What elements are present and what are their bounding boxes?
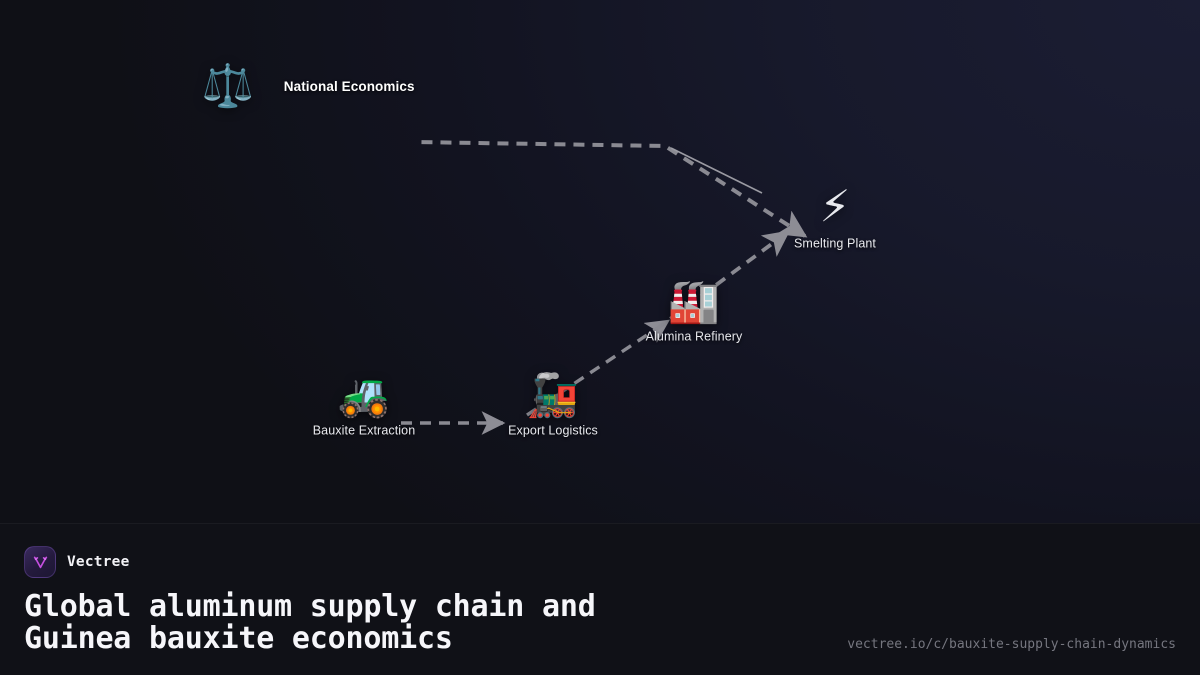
graph-node-label-national-economics: National Economics: [283, 78, 415, 94]
graph-node-bauxite-extraction[interactable]: 🚜 Bauxite Extraction: [312, 370, 416, 438]
graph-node-export-logistics[interactable]: 🚂 Export Logistics: [508, 370, 598, 438]
graph-canvas[interactable]: ⚖️ National Economics ⚡ Smelting Plant 🏭…: [0, 0, 1200, 523]
edge-smelting-to-national-economics-thin: [670, 147, 763, 194]
factory-icon: 🏭: [667, 276, 721, 326]
graph-node-label-alumina-refinery: Alumina Refinery: [645, 329, 743, 344]
graph-node-label-bauxite-extraction: Bauxite Extraction: [312, 423, 416, 438]
vectree-logo-icon: [24, 546, 56, 578]
edge-smelting-to-national-economics: [413, 140, 808, 238]
footer-main: Global aluminum supply chain and Guinea …: [24, 591, 1176, 655]
graph-node-label-smelting-plant: Smelting Plant: [794, 236, 876, 251]
high-voltage-icon: ⚡: [819, 181, 851, 233]
locomotive-icon: 🚂: [526, 370, 580, 420]
brand-row: Vectree: [24, 546, 1176, 578]
graph-node-national-economics[interactable]: ⚖️ National Economics: [201, 65, 414, 107]
tractor-icon: 🚜: [337, 370, 391, 420]
graph-node-smelting-plant[interactable]: ⚡ Smelting Plant: [794, 181, 876, 251]
page-url[interactable]: vectree.io/c/bauxite-supply-chain-dynami…: [847, 637, 1176, 652]
edge-layer: [401, 140, 808, 435]
brand-name: Vectree: [67, 554, 130, 570]
balance-scale-icon: ⚖️: [201, 61, 254, 110]
graph-node-alumina-refinery[interactable]: 🏭 Alumina Refinery: [645, 276, 743, 344]
page-title: Global aluminum supply chain and Guinea …: [24, 589, 596, 656]
graph-node-label-export-logistics: Export Logistics: [508, 423, 598, 438]
footer: Vectree Global aluminum supply chain and…: [0, 523, 1200, 675]
